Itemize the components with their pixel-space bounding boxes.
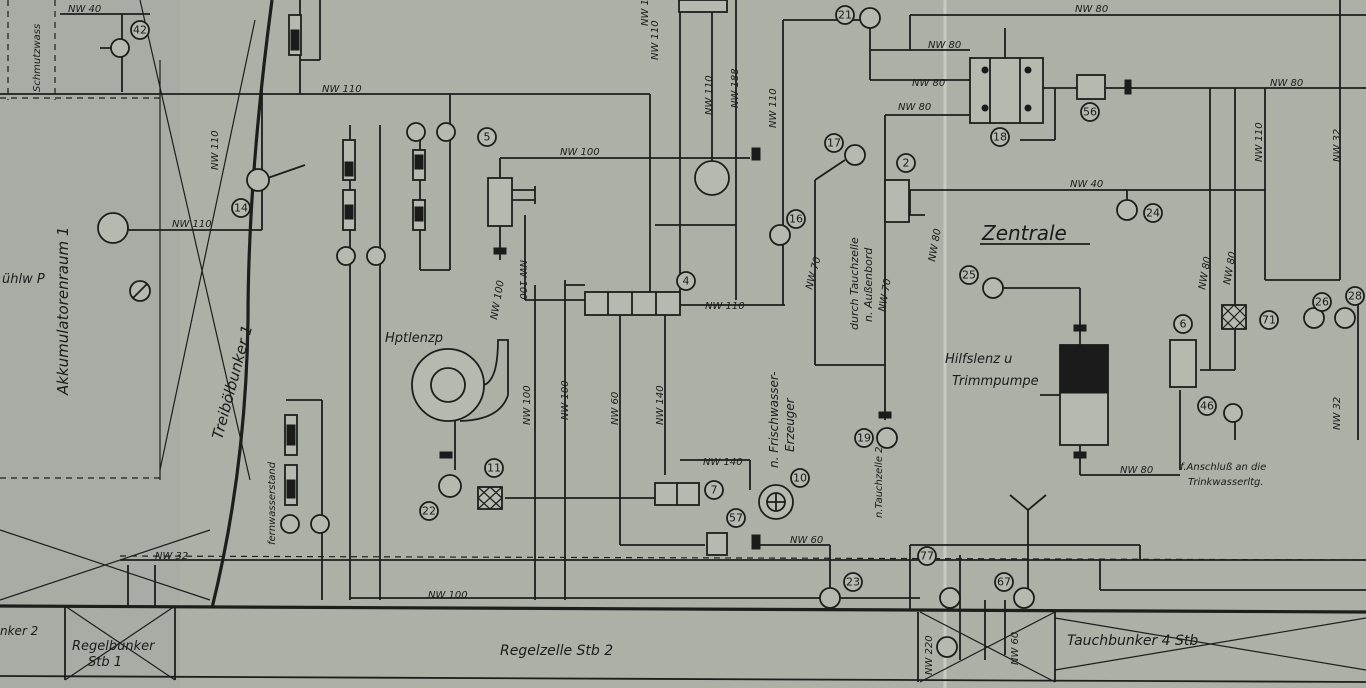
pipe-nw60-v: NW 60 bbox=[610, 392, 621, 425]
marker-10: 10 bbox=[793, 472, 807, 485]
marker-56: 56 bbox=[1083, 106, 1097, 119]
marker-26: 26 bbox=[1315, 296, 1329, 309]
marker-71: 71 bbox=[1262, 314, 1276, 327]
pipe-nw110-v5: NW 110 bbox=[1254, 122, 1265, 162]
label-akkumulatorenraum: Akkumulatorenraum 1 bbox=[54, 227, 72, 396]
label-erzeuger: Erzeuger bbox=[783, 397, 797, 452]
pipe-nw32-v2: NW 32 bbox=[1332, 397, 1343, 430]
pipe-nw32-h: NW 32 bbox=[155, 551, 188, 562]
pipe-nw140-v: NW 140 bbox=[655, 385, 666, 425]
pipe-nw110-h: NW 110 bbox=[705, 301, 745, 312]
marker-25: 25 bbox=[962, 269, 976, 282]
pipe-nw140-h: NW 140 bbox=[703, 457, 743, 468]
pipe-nw100-v4: NW 100 bbox=[522, 385, 533, 425]
label-regelbunker: Regelbunker bbox=[72, 639, 156, 654]
marker-28: 28 bbox=[1348, 290, 1362, 303]
marker-6: 6 bbox=[1180, 318, 1187, 331]
pipe-nw80-e: NW 80 bbox=[1270, 78, 1303, 89]
marker-24: 24 bbox=[1146, 207, 1160, 220]
marker-23: 23 bbox=[846, 576, 860, 589]
marker-57: 57 bbox=[729, 512, 743, 525]
label-bunker2: nker 2 bbox=[0, 624, 38, 638]
label-schmutzwasser: Schmutzwass bbox=[32, 24, 43, 92]
marker-7: 7 bbox=[711, 484, 718, 497]
equipment bbox=[97, 0, 1356, 658]
pipe-labels: NW 40 NW 110 NW 110 NW 110 NW 110 NW 100… bbox=[68, 0, 1343, 675]
marker-14: 14 bbox=[234, 202, 248, 215]
pipe-nw100-v2: NW 100 bbox=[517, 260, 528, 300]
pipe-nw110-v4: NW 110 bbox=[768, 88, 779, 128]
pipe-nw40-b: NW 40 bbox=[1070, 179, 1103, 190]
marker-18: 18 bbox=[993, 131, 1007, 144]
marker-17: 17 bbox=[827, 137, 841, 150]
label-trimmpumpe: Trimmpumpe bbox=[952, 374, 1039, 389]
label-zentrale: Zentrale bbox=[981, 221, 1067, 245]
marker-21: 21 bbox=[838, 9, 852, 22]
pipe-nw188: NW 188 bbox=[730, 68, 741, 108]
marker-16: 16 bbox=[789, 213, 803, 226]
label-aussenbord: n. Außenbord bbox=[862, 247, 875, 322]
pipe-nw60-v2: NW 60 bbox=[1010, 632, 1021, 665]
marker-46: 46 bbox=[1200, 400, 1214, 413]
label-anschluss: f.Anschluß an die bbox=[1180, 462, 1266, 473]
pipe-nw60-h: NW 60 bbox=[790, 535, 823, 546]
marker-67: 67 bbox=[997, 576, 1011, 589]
marker-77: 77 bbox=[920, 550, 934, 563]
marker-2: 2 bbox=[903, 157, 910, 170]
pipe-network bbox=[0, 0, 1366, 660]
pipe-nw40: NW 40 bbox=[68, 4, 101, 15]
pipe-nw110-left: NW 110 bbox=[172, 219, 212, 230]
pipe-nw100-top: NW 100 bbox=[640, 0, 651, 26]
pipe-nw32-v: NW 32 bbox=[1332, 129, 1343, 162]
pipe-nw80-b: NW 80 bbox=[928, 40, 961, 51]
marker-circles: 42 14 5 4 17 16 18 56 21 2 24 25 6 71 46… bbox=[130, 5, 1365, 592]
pipe-nw80-c: NW 80 bbox=[912, 78, 945, 89]
pipe-nw80-a: NW 80 bbox=[1075, 4, 1108, 15]
marker-5: 5 bbox=[484, 131, 491, 144]
pipe-nw100: NW 100 bbox=[560, 147, 600, 158]
label-kuehlwp: ühlw P bbox=[2, 272, 45, 287]
pipe-nw80-f: NW 80 bbox=[1120, 465, 1153, 476]
marker-4: 4 bbox=[683, 275, 690, 288]
pipe-nw110: NW 110 bbox=[322, 84, 362, 95]
pipe-nw110-v: NW 110 bbox=[210, 130, 221, 170]
marker-42: 42 bbox=[133, 24, 147, 37]
equipment-labels: Hptlenzp Hilfslenz u Trimmpumpe n. Frisc… bbox=[385, 237, 1266, 518]
label-trinkwasser: Trinkwasserltg. bbox=[1188, 477, 1264, 488]
pipe-nw220: NW 220 bbox=[924, 635, 935, 675]
pipe-nw80-d: NW 80 bbox=[898, 102, 931, 113]
label-fernwasserstand: fernwasserstand bbox=[267, 461, 278, 545]
marker-19: 19 bbox=[857, 432, 871, 445]
marker-11: 11 bbox=[487, 462, 501, 475]
pipe-nw110-v2: NW 110 bbox=[650, 20, 661, 60]
pipe-nw100-h: NW 100 bbox=[428, 590, 468, 601]
pipe-nw100-v5: NW 100 bbox=[560, 380, 571, 420]
label-tauchzelle: durch Tauchzelle bbox=[848, 237, 861, 330]
label-tauchbunker: Tauchbunker 4 Stb bbox=[1067, 633, 1198, 649]
marker-22: 22 bbox=[422, 505, 436, 518]
label-tauchzelle2: n.Tauchzelle 2 bbox=[874, 446, 885, 518]
label-regelbunker-stb: Stb 1 bbox=[88, 655, 122, 670]
label-hptlenzp: Hptlenzp bbox=[385, 331, 443, 346]
label-hilfslenz: Hilfslenz u bbox=[945, 352, 1012, 367]
label-regelzelle: Regelzelle Stb 2 bbox=[500, 643, 613, 659]
pipe-nw110-v3: NW 110 bbox=[704, 75, 715, 115]
label-frischwasser: n. Frischwasser- bbox=[767, 371, 781, 468]
